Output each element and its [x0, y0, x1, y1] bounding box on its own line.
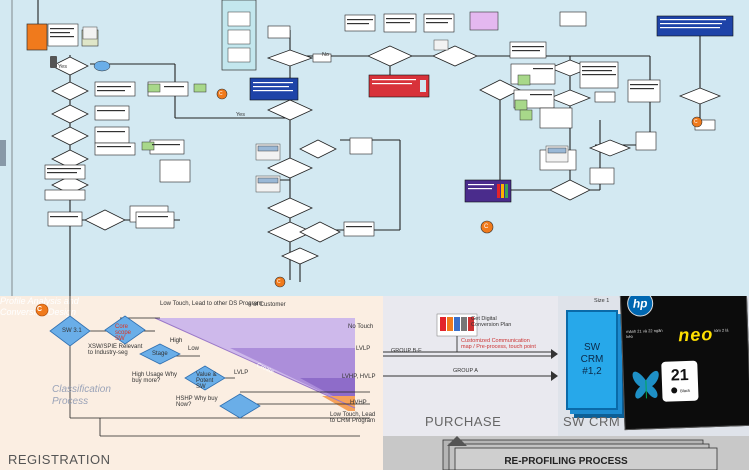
lvhp-label: LVHP, HVLP	[342, 374, 376, 380]
reprofiling-label: RE-PROFILING PROCESS	[504, 456, 628, 467]
size-note: Size 1	[594, 298, 610, 304]
flow-yes-label: Yes	[58, 64, 67, 70]
sw-crm-label: SW CRM	[563, 414, 621, 429]
stage-label: Stage	[152, 351, 168, 357]
hvhp-label: HVHP	[350, 400, 367, 406]
hp-logo: hp	[626, 296, 654, 317]
cartridge-info-right: tóm 2 lá	[714, 327, 729, 333]
cartridge-info-left: mảnh 21 và 22 ngăn kéo	[626, 327, 663, 340]
terminator-oval	[93, 60, 111, 72]
lvlp-label: LVLP	[234, 370, 249, 376]
flow-yes-label-2: Yes	[236, 112, 245, 118]
no-touch-label: No Touch	[348, 324, 374, 330]
cartridge-label: 21 Black	[661, 360, 699, 402]
marker-c-1: C	[219, 91, 223, 97]
high-pot-label: HSHP Why buy Now?	[176, 396, 218, 408]
highlight-tags	[141, 74, 533, 151]
tiny-text-lines	[47, 18, 658, 228]
cartridge-number: 21	[670, 366, 689, 385]
sw-crm-section: SW CRM #1,2 Size 1 SW CRM hp 800 mảnh 21…	[558, 296, 749, 436]
marker-c-3: C	[484, 224, 489, 230]
high-usage-label: High Usage Why buy more?	[132, 372, 178, 384]
decision-diamonds	[51, 45, 722, 265]
pages-count: 800	[719, 296, 733, 297]
product-name: neo	[677, 324, 714, 346]
lead-note: Customized Communication map / Pre-proce…	[461, 338, 536, 350]
purchase-canvas	[383, 313, 558, 381]
group-label-lines	[253, 19, 726, 190]
group-a-label: GROUP A	[453, 368, 478, 374]
sw-label: SW 3.1	[62, 328, 82, 334]
xsw-label: XSW/SPIE Relevant to Industry-seg	[88, 344, 143, 356]
sw-crm-box-text: SW CRM #1,2	[580, 342, 604, 377]
registration-connectors	[69, 296, 370, 437]
registration-section: C SW 3.1 Core scope SW Low Touch, Lead t…	[0, 296, 383, 470]
reprofiling-canvas	[442, 436, 718, 470]
low-touch-top: Low Touch, Lead to other DS Program	[160, 301, 262, 307]
ink-color: Black	[680, 387, 691, 394]
value-potent-label: Value & Potent SW	[196, 372, 217, 390]
registration-marker: C	[37, 306, 43, 313]
flowchart-canvas	[0, 0, 734, 296]
marker-c-2: C	[277, 279, 281, 285]
low-touch-bottom: Low Touch, Lead to CRM Program	[330, 412, 376, 424]
purchase-arrows	[383, 336, 553, 377]
black-ink-dot	[671, 387, 678, 394]
lvlp-right-label: LVLP	[356, 346, 371, 352]
classification-process-label: Classification Process	[52, 384, 111, 407]
connector-markers	[216, 88, 703, 288]
marker-c-4: C	[694, 119, 698, 125]
num-customer: # of Customer	[248, 302, 286, 308]
registration-diamonds	[49, 315, 261, 419]
core-scope-label: Core scope SW	[115, 324, 132, 342]
butterfly-art	[632, 371, 659, 399]
process-flowchart: Yes Yes No C C C C	[0, 0, 749, 296]
group-be-label: GROUP B-E	[391, 348, 422, 354]
purchase-label: PURCHASE	[425, 414, 502, 429]
phone-icon	[50, 56, 57, 68]
registration-label: REGISTRATION	[8, 452, 111, 467]
hp-ink-cartridge-photo: hp 800 mảnh 21 và 22 ngăn kéo tóm 2 lá n…	[619, 296, 749, 431]
flow-no-label: No	[322, 52, 330, 58]
purchase-section: GROUP B-E GROUP A Get Digital Conversion…	[383, 296, 558, 436]
sw-crm-stack: SW CRM #1,2	[566, 310, 618, 410]
thumbnail-images	[82, 26, 569, 193]
process-boxes	[44, 11, 716, 237]
high-label: High	[170, 338, 183, 344]
tool-note: Get Digital Conversion Plan	[471, 316, 512, 328]
low-label: Low	[188, 346, 200, 352]
reprofiling-section: RE-PROFILING PROCESS	[383, 436, 749, 470]
registration-canvas	[35, 296, 370, 437]
